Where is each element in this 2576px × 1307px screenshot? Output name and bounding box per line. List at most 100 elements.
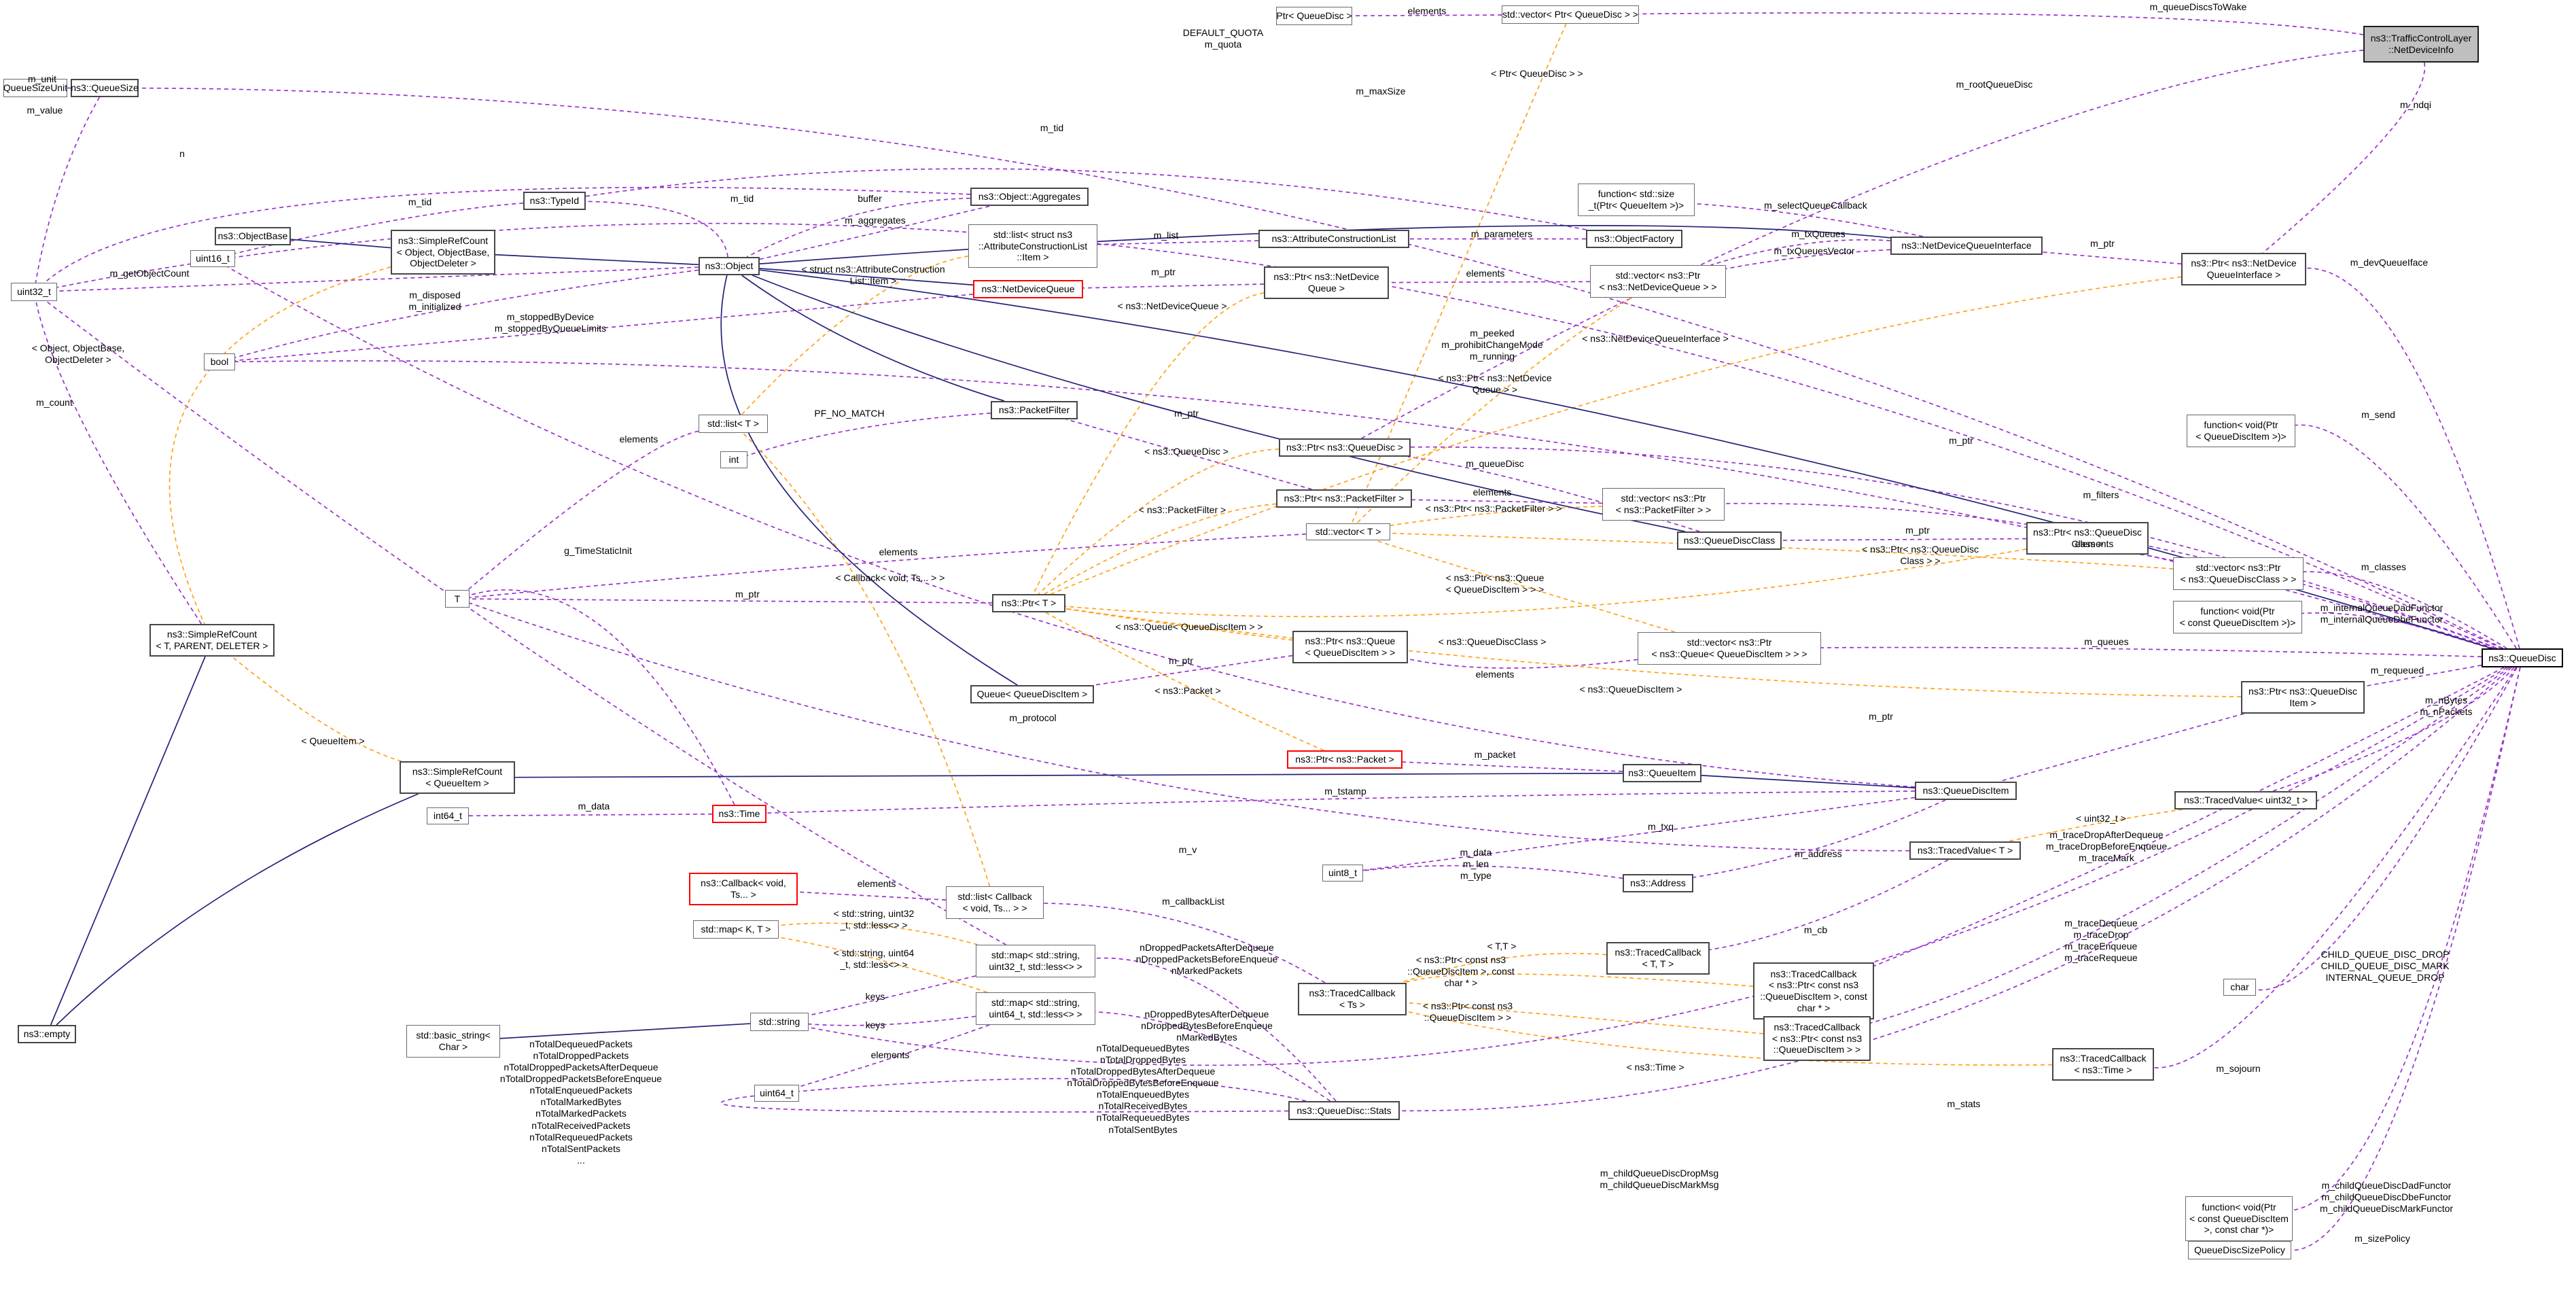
node-traced-cb-ts[interactable]: ns3::TracedCallback < Ts > bbox=[1298, 983, 1407, 1015]
edge-label: elements bbox=[1466, 268, 1505, 279]
node-map-u32[interactable]: std::map< std::string, uint32_t, std::le… bbox=[976, 945, 1095, 977]
node-std-string[interactable]: std::string bbox=[750, 1013, 809, 1031]
edge-ptr-packet-to-ptr-t bbox=[1045, 612, 1324, 751]
node-uint64-t[interactable]: uint64_t bbox=[754, 1085, 799, 1102]
node-ptr-packet-filter[interactable]: ns3::Ptr< ns3::PacketFilter > bbox=[1276, 489, 1412, 508]
node-empty[interactable]: ns3::empty bbox=[18, 1025, 76, 1043]
node-std-list-t[interactable]: std::list< T > bbox=[699, 415, 768, 433]
node-object[interactable]: ns3::Object bbox=[699, 257, 760, 275]
node-ptr-queue-disc-item[interactable]: ns3::Ptr< ns3::QueueDisc Item > bbox=[2241, 681, 2365, 714]
node-queue-disc-item[interactable]: ns3::QueueDiscItem bbox=[1915, 782, 2017, 800]
node-uint32-t[interactable]: uint32_t bbox=[11, 283, 57, 301]
node-traced-cb-ptr-char[interactable]: ns3::TracedCallback < ns3::Ptr< const ns… bbox=[1753, 962, 1874, 1020]
edge-label: m_ptr bbox=[2090, 238, 2115, 249]
edge-simple-ref-count-queue-item-to-simple-ref-count-tpd bbox=[231, 656, 402, 762]
node-vec-queue-qdi[interactable]: std::vector< ns3::Ptr < ns3::Queue< Queu… bbox=[1638, 632, 1821, 665]
node-vec-ptr-queue-disc[interactable]: std::vector< Ptr< QueueDisc > > bbox=[1502, 5, 1639, 24]
node-func-child[interactable]: function< void(Ptr < const QueueDiscItem… bbox=[2185, 1196, 2293, 1241]
edge-label: m_internalQueueDadFunctor m_internalQueu… bbox=[2320, 602, 2443, 625]
node-ptr-t[interactable]: ns3::Ptr< T > bbox=[992, 594, 1065, 612]
edge-net-device-queue-interface-to-func-size-t bbox=[1694, 203, 1924, 237]
node-std-list-callback[interactable]: std::list< Callback < void, Ts... > > bbox=[946, 886, 1044, 919]
node-queue-disc-stats[interactable]: ns3::QueueDisc::Stats bbox=[1288, 1101, 1400, 1120]
edge-queue-item-to-ptr-packet bbox=[1402, 761, 1623, 772]
node-type-id[interactable]: ns3::TypeId bbox=[523, 192, 586, 210]
edge-queue-disc-to-queue-size bbox=[138, 87, 2504, 649]
node-func-size-t[interactable]: function< std::size _t(Ptr< QueueItem >)… bbox=[1578, 184, 1695, 216]
edge-label: < QueueItem > bbox=[301, 735, 365, 746]
node-traced-value-u32[interactable]: ns3::TracedValue< uint32_t > bbox=[2174, 791, 2317, 809]
node-queue-disc[interactable]: ns3::QueueDisc bbox=[2482, 648, 2563, 667]
node-ptr-packet[interactable]: ns3::Ptr< ns3::Packet > bbox=[1287, 750, 1402, 769]
node-queue-size-unit[interactable]: QueueSizeUnit bbox=[3, 79, 67, 97]
edge-object-aggregates-to-object bbox=[746, 197, 971, 258]
node-uint16-t[interactable]: uint16_t bbox=[190, 250, 235, 267]
node-object-factory[interactable]: ns3::ObjectFactory bbox=[1586, 230, 1682, 248]
edge-label: m_protocol bbox=[1009, 712, 1057, 723]
node-func-void-qdi[interactable]: function< void(Ptr < QueueDiscItem >)> bbox=[2187, 415, 2295, 447]
node-ptr-queue-disc-class[interactable]: ns3::Ptr< ns3::QueueDisc Class > bbox=[2026, 522, 2149, 555]
node-map-u64[interactable]: std::map< std::string, uint64_t, std::le… bbox=[976, 992, 1095, 1025]
edge-ptr-queue-disc-item-to-ptr-t bbox=[1065, 608, 2242, 697]
node-ptr-net-device-queue[interactable]: ns3::Ptr< ns3::NetDevice Queue > bbox=[1264, 266, 1389, 299]
edge-label: buffer bbox=[858, 193, 882, 204]
edge-label: m_tstamp bbox=[1324, 786, 1366, 797]
node-std-list-item[interactable]: std::list< struct ns3 ::AttributeConstru… bbox=[968, 224, 1097, 268]
node-packet-filter[interactable]: ns3::PacketFilter bbox=[991, 401, 1078, 419]
edge-vec-net-device-queue-to-ptr-net-device-queue bbox=[1388, 281, 1591, 283]
node-queue-disc-size-policy[interactable]: QueueDiscSizePolicy bbox=[2188, 1241, 2291, 1259]
edge-label: < ns3::Ptr< const ns3 ::QueueDiscItem >,… bbox=[1407, 954, 1515, 989]
edge-label: < ns3::Ptr< ns3::PacketFilter > > bbox=[1425, 503, 1562, 514]
node-net-device-queue[interactable]: ns3::NetDeviceQueue bbox=[973, 280, 1083, 298]
node-vec-net-device-queue[interactable]: std::vector< ns3::Ptr < ns3::NetDeviceQu… bbox=[1590, 265, 1726, 298]
node-map-k-t[interactable]: std::map< K, T > bbox=[693, 920, 779, 939]
node-bool[interactable]: bool bbox=[204, 353, 235, 370]
edge-label: n bbox=[179, 148, 185, 159]
node-simple-ref-count-object[interactable]: ns3::SimpleRefCount < Object, ObjectBase… bbox=[391, 230, 495, 275]
edge-label: < T,T > bbox=[1487, 941, 1517, 952]
node-ptr-queue-qdi[interactable]: ns3::Ptr< ns3::Queue < QueueDiscItem > > bbox=[1292, 631, 1408, 663]
node-queue-item[interactable]: ns3::QueueItem bbox=[1623, 764, 1701, 782]
node-queue-disc-class[interactable]: ns3::QueueDiscClass bbox=[1677, 531, 1782, 550]
node-time[interactable]: ns3::Time bbox=[712, 805, 766, 823]
node-vec-packet-filter[interactable]: std::vector< ns3::Ptr < ns3::PacketFilte… bbox=[1602, 488, 1725, 521]
node-uint8-t[interactable]: uint8_t bbox=[1322, 865, 1363, 882]
node-traced-cb-ptr[interactable]: ns3::TracedCallback < ns3::Ptr< const ns… bbox=[1763, 1016, 1871, 1061]
edge-queue-disc-item-to-queue-item bbox=[1701, 775, 1916, 788]
edge-traced-value-t-to-t-node bbox=[469, 602, 1910, 852]
node-int64-t[interactable]: int64_t bbox=[427, 807, 469, 824]
edge-label: nTotalDequeuedBytes nTotalDroppedBytes n… bbox=[1067, 1043, 1219, 1135]
node-basic-string[interactable]: std::basic_string< Char > bbox=[406, 1025, 500, 1058]
node-traced-cb-tt[interactable]: ns3::TracedCallback < T, T > bbox=[1606, 942, 1710, 975]
node-char[interactable]: char bbox=[2223, 979, 2256, 996]
node-func-void-const-qdi[interactable]: function< void(Ptr < const QueueDiscItem… bbox=[2173, 601, 2302, 633]
node-object-base[interactable]: ns3::ObjectBase bbox=[215, 227, 291, 245]
edge-label: < ns3::PacketFilter > bbox=[1138, 504, 1227, 515]
node-std-vector-t[interactable]: std::vector< T > bbox=[1306, 523, 1390, 540]
node-simple-ref-count-queue-item[interactable]: ns3::SimpleRefCount < QueueItem > bbox=[400, 761, 515, 794]
node-vec-queue-disc-class[interactable]: std::vector< ns3::Ptr < ns3::QueueDiscCl… bbox=[2173, 557, 2304, 590]
node-net-device-info[interactable]: ns3::TrafficControlLayer ::NetDeviceInfo bbox=[2363, 26, 2479, 63]
node-attribute-construction-list[interactable]: ns3::AttributeConstructionList bbox=[1258, 230, 1409, 248]
node-queue-qdi[interactable]: Queue< QueueDiscItem > bbox=[970, 685, 1094, 703]
node-object-aggregates[interactable]: ns3::Object::Aggregates bbox=[970, 188, 1089, 206]
node-net-device-queue-interface[interactable]: ns3::NetDeviceQueueInterface bbox=[1890, 237, 2043, 255]
node-simple-ref-count-tpd[interactable]: ns3::SimpleRefCount < T, PARENT, DELETER… bbox=[149, 624, 275, 657]
node-traced-cb-time[interactable]: ns3::TracedCallback < ns3::Time > bbox=[2052, 1048, 2154, 1081]
node-int[interactable]: int bbox=[720, 451, 747, 468]
node-ptr-queue-disc-top[interactable]: Ptr< QueueDisc > bbox=[1276, 7, 1352, 25]
edge-label: m_selectQueueCallback bbox=[1764, 200, 1867, 211]
node-traced-value-t[interactable]: ns3::TracedValue< T > bbox=[1909, 841, 2021, 860]
node-callback[interactable]: ns3::Callback< void, Ts... > bbox=[689, 873, 798, 905]
edge-label: m_filters bbox=[2083, 489, 2119, 500]
edge-attribute-construction-list-to-std-list-item bbox=[1097, 240, 1259, 245]
edge-label: m_sojourn bbox=[2216, 1063, 2261, 1074]
edge-label: < ns3::Time > bbox=[1626, 1062, 1684, 1073]
node-ptr-ndqi[interactable]: ns3::Ptr< ns3::NetDevice QueueInterface … bbox=[2181, 253, 2306, 285]
node-ptr-queue-disc[interactable]: ns3::Ptr< ns3::QueueDisc > bbox=[1279, 438, 1411, 457]
edge-label: < ns3::Ptr< ns3::NetDevice Queue > > bbox=[1438, 372, 1552, 396]
node-queue-size[interactable]: ns3::QueueSize bbox=[71, 79, 139, 97]
node-t-node[interactable]: T bbox=[445, 590, 470, 608]
edge-label: PF_NO_MATCH bbox=[814, 408, 885, 419]
node-address[interactable]: ns3::Address bbox=[1623, 874, 1693, 892]
